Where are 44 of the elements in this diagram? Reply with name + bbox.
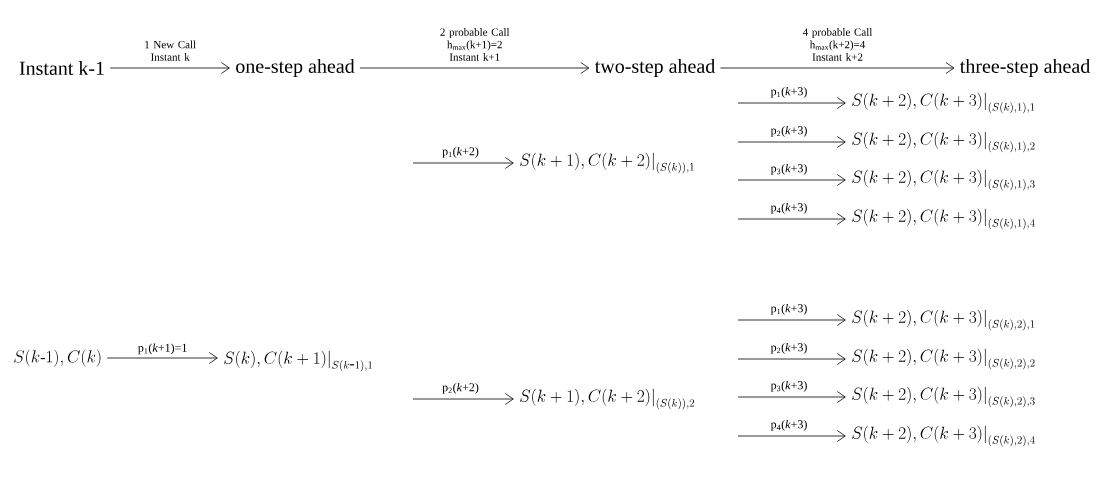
state-formula: $S(k+2),C(k+3)\Big|_{(S(k),2),4}$ bbox=[852, 425, 1035, 447]
state-formula: $S(k+2),C(k+3)\Big|_{(S(k),2),1}$ bbox=[852, 309, 1035, 331]
edge-label: p$_{1}$(k+3) bbox=[770, 303, 807, 315]
state-formula: $S(k+2),C(k+3)\Big|_{(S(k),1),3}$ bbox=[852, 169, 1035, 191]
edge-label: p$_{2}$(k+3) bbox=[770, 125, 807, 137]
arrow bbox=[106, 352, 218, 364]
arrow bbox=[737, 213, 846, 225]
state-formula: $S(k+2),C(k+3)\Big|_{(S(k),2),2}$ bbox=[852, 348, 1035, 370]
edge-label: p$_{2}$(k+3) bbox=[770, 342, 807, 354]
edge-label: p$_{1}$(k+2) bbox=[442, 146, 479, 158]
state-formula: $S(k+1),C(k+2)\Big|_{(S(k)),1}$ bbox=[520, 152, 694, 174]
heading-text: three-step ahead bbox=[959, 58, 1091, 78]
edge-label: p$_{3}$(k+3) bbox=[770, 380, 807, 392]
heading-text: Instant k-1 bbox=[19, 60, 104, 76]
arrow bbox=[737, 97, 846, 109]
edge-label: p$_{1}$(k+1)=1 bbox=[138, 343, 187, 355]
arrow bbox=[720, 62, 955, 74]
state-formula: $S(k\mbox{-}1),C(k)$ bbox=[14, 349, 101, 367]
arrow bbox=[737, 136, 846, 148]
arrow bbox=[737, 430, 846, 442]
state-formula: $S(k+2),C(k+3)\Big|_{(S(k),2),3}$ bbox=[852, 386, 1035, 408]
heading-text: two-step ahead bbox=[594, 58, 716, 78]
arrow bbox=[359, 62, 590, 74]
edge-label: 2 probable Call h$_{max}$(k+1)=2 Instant k+1 bbox=[440, 28, 510, 61]
edge-label: p$_{3}$(k+3) bbox=[770, 163, 807, 175]
arrow bbox=[412, 157, 514, 169]
arrow bbox=[737, 353, 846, 365]
edge-label: p$_{4}$(k+3) bbox=[770, 202, 807, 214]
arrow bbox=[737, 314, 846, 326]
state-formula: $S(k),C(k+1)\Big|_{S(k\mbox{-}1),1}$ bbox=[224, 350, 372, 372]
edge-label: p$_{4}$(k+3) bbox=[770, 419, 807, 431]
arrow bbox=[737, 174, 846, 186]
state-formula: $S(k+2),C(k+3)\Big|_{(S(k),1),2}$ bbox=[852, 131, 1035, 153]
edge-label: 4 probable Call h$_{max}$(k+2)=4 Instant k+2 bbox=[802, 28, 873, 61]
edge-label: p$_{1}$(k+3) bbox=[770, 86, 807, 98]
edge-label: p$_{2}$(k+2) bbox=[442, 382, 479, 394]
state-formula: $S(k+2),C(k+3)\Big|_{(S(k),1),1}$ bbox=[852, 92, 1035, 114]
arrow bbox=[412, 393, 514, 405]
state-formula: $S(k+1),C(k+2)\Big|_{(S(k)),2}$ bbox=[520, 388, 695, 410]
arrow bbox=[109, 62, 230, 74]
arrow bbox=[737, 391, 846, 403]
heading-text: one-step ahead bbox=[236, 58, 355, 78]
state-formula: $S(k+2),C(k+3)\Big|_{(S(k),1),4}$ bbox=[852, 208, 1035, 230]
edge-label: 1 New Call Instant k bbox=[145, 40, 196, 61]
